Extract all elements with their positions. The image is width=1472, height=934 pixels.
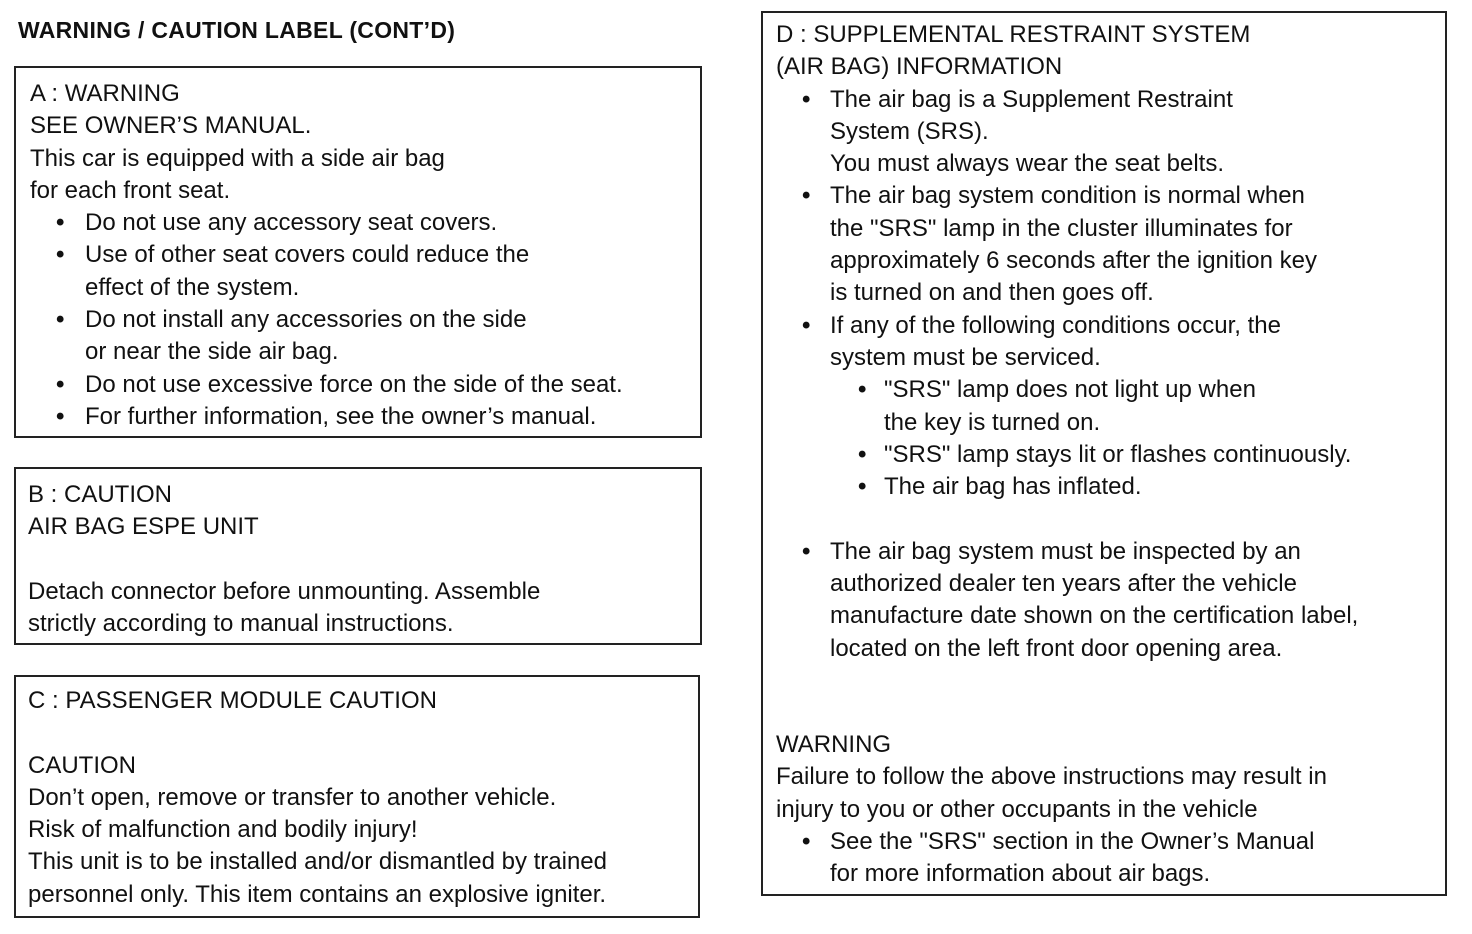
label-c-line: Risk of malfunction and bodily injury! [28, 816, 418, 844]
bullet-text: or near the side air bag. [85, 338, 339, 366]
label-d-bullet-list: • The air bag system must be inspected b… [776, 536, 1445, 665]
label-c-caution-heading: CAUTION [28, 751, 136, 779]
bullet-item: • The air bag is a Supplement Restraint … [776, 84, 1445, 181]
label-d-warning-bullet-list: • See the "SRS" section in the Owner’s M… [776, 826, 1445, 891]
label-a-line: for each front seat. [30, 176, 231, 204]
bullet-text: You must always wear the seat belts. [830, 150, 1224, 178]
page-heading: WARNING / CAUTION LABEL (CONT’D) [18, 17, 456, 43]
bullet-text: The air bag has inflated. [884, 473, 1142, 501]
bullet-icon: • [56, 370, 65, 398]
label-c-line: personnel only. This item contains an ex… [28, 880, 607, 908]
bullet-icon: • [802, 311, 811, 339]
label-c-line: This unit is to be installed and/or dism… [28, 848, 607, 876]
bullet-item: • The air bag system must be inspected b… [776, 536, 1445, 665]
bullet-text: For further information, see the owner’s… [85, 402, 597, 430]
bullet-text: Use of other seat covers could reduce th… [85, 241, 530, 269]
bullet-item: • The air bag system condition is normal… [776, 180, 1445, 309]
label-a-bullet-list: • Do not use any accessory seat covers. … [30, 207, 700, 433]
bullet-icon: • [802, 827, 811, 855]
bullet-text: "SRS" lamp does not light up when [884, 376, 1256, 404]
bullet-text: The air bag system condition is normal w… [830, 182, 1305, 210]
bullet-text: authorized dealer ten years after the ve… [830, 570, 1297, 598]
bullet-text: System (SRS). [830, 117, 989, 145]
spacer [28, 544, 700, 576]
bullet-text: The air bag system must be inspected by … [830, 537, 1301, 565]
bullet-item: • Do not install any accessories on the … [30, 304, 700, 369]
bullet-text: See the "SRS" section in the Owner’s Man… [830, 827, 1315, 855]
bullet-text: Do not install any accessories on the si… [85, 306, 527, 334]
spacer [776, 665, 1445, 729]
label-d-srs-info-box: D : SUPPLEMENTAL RESTRAINT SYSTEM (AIR B… [761, 11, 1447, 896]
bullet-text: The air bag is a Supplement Restraint [830, 85, 1233, 113]
label-c-passenger-module-box: C : PASSENGER MODULE CAUTION CAUTION Don… [14, 675, 700, 918]
bullet-text: system must be serviced. [830, 343, 1101, 371]
bullet-item: • Use of other seat covers could reduce … [30, 239, 700, 304]
bullet-text: the key is turned on. [884, 408, 1101, 436]
label-b-line: strictly according to manual instruction… [28, 610, 454, 638]
label-d-title: (AIR BAG) INFORMATION [776, 53, 1063, 81]
bullet-text: If any of the following conditions occur… [830, 311, 1281, 339]
bullet-icon: • [56, 209, 65, 237]
bullet-icon: • [802, 537, 811, 565]
label-a-line: SEE OWNER’S MANUAL. [30, 112, 312, 140]
sub-bullet-item: • "SRS" lamp does not light up when the … [776, 374, 1445, 439]
bullet-item: • If any of the following conditions occ… [776, 310, 1445, 375]
bullet-item: • Do not use any accessory seat covers. [30, 207, 700, 239]
bullet-icon: • [56, 241, 65, 269]
bullet-text: approximately 6 seconds after the igniti… [830, 247, 1317, 275]
label-d-title: D : SUPPLEMENTAL RESTRAINT SYSTEM [776, 21, 1251, 48]
sub-bullet-item: • The air bag has inflated. [776, 471, 1445, 503]
bullet-text: effect of the system. [85, 273, 300, 301]
spacer [28, 717, 698, 749]
label-d-sub-bullet-list: • "SRS" lamp does not light up when the … [776, 374, 1445, 503]
spacer [776, 503, 1445, 535]
label-b-subtitle: AIR BAG ESPE UNIT [28, 513, 259, 541]
bullet-icon: • [858, 473, 867, 501]
bullet-icon: • [56, 306, 65, 334]
bullet-text: located on the left front door opening a… [830, 634, 1283, 662]
bullet-text: manufacture date shown on the certificat… [830, 602, 1359, 630]
bullet-text: Do not use any accessory seat covers. [85, 209, 498, 237]
label-b-caution-box: B : CAUTION AIR BAG ESPE UNIT Detach con… [14, 467, 702, 645]
label-d-warning-line: injury to you or other occupants in the … [776, 795, 1258, 823]
bullet-text: Do not use excessive force on the side o… [85, 370, 623, 398]
label-a-title: A : WARNING [30, 80, 180, 107]
label-a-line: This car is equipped with a side air bag [30, 144, 445, 172]
label-c-line: Don’t open, remove or transfer to anothe… [28, 783, 557, 811]
label-b-line: Detach connector before unmounting. Asse… [28, 577, 541, 605]
bullet-item: • Do not use excessive force on the side… [30, 369, 700, 401]
bullet-item: • For further information, see the owner… [30, 401, 700, 433]
sub-bullet-item: • "SRS" lamp stays lit or flashes contin… [776, 439, 1445, 471]
bullet-text: is turned on and then goes off. [830, 279, 1154, 307]
label-c-title: C : PASSENGER MODULE CAUTION [28, 687, 437, 714]
bullet-text: for more information about air bags. [830, 860, 1211, 888]
bullet-icon: • [56, 402, 65, 430]
label-a-warning-box: A : WARNING SEE OWNER’S MANUAL. This car… [14, 66, 702, 438]
label-d-warning-line: Failure to follow the above instructions… [776, 763, 1327, 791]
label-b-title: B : CAUTION [28, 481, 173, 508]
bullet-icon: • [802, 182, 811, 210]
bullet-text: "SRS" lamp stays lit or flashes continuo… [884, 440, 1352, 468]
label-d-bullet-list: • The air bag is a Supplement Restraint … [776, 84, 1445, 375]
label-d-warning-title: WARNING [776, 730, 892, 758]
bullet-icon: • [802, 85, 811, 113]
bullet-text: the "SRS" lamp in the cluster illuminate… [830, 214, 1293, 242]
bullet-icon: • [858, 440, 867, 468]
bullet-item: • See the "SRS" section in the Owner’s M… [776, 826, 1445, 891]
bullet-icon: • [858, 376, 867, 404]
